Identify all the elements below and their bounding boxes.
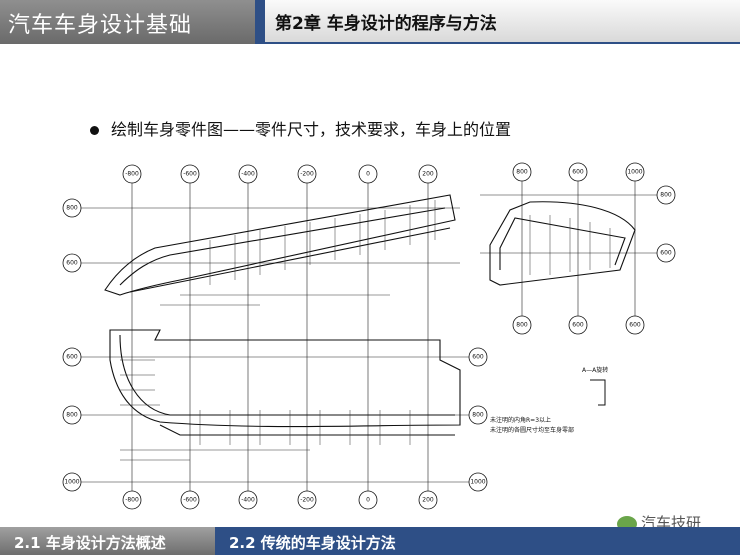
left-marker-2: 600: [66, 260, 78, 267]
left-marker-3: 600: [66, 354, 78, 361]
footer-section-prev[interactable]: 2.1 车身设计方法概述: [0, 527, 215, 555]
chapter-title-bar: 第2章 车身设计的程序与方法: [265, 0, 740, 44]
top-marker-1: -800: [125, 171, 139, 178]
drawing-note-1: 未注明的内角R=3以上: [490, 416, 551, 424]
side-bottom-marker-1: 800: [516, 322, 528, 329]
bottom-marker-1: -800: [125, 497, 139, 504]
bottom-marker-4: -200: [300, 497, 314, 504]
top-marker-4: -200: [300, 171, 314, 178]
footer-section-current-label: 2.2 传统的车身设计方法: [229, 534, 396, 552]
bullet-text: 绘制车身零件图——零件尺寸，技术要求，车身上的位置: [111, 120, 512, 139]
side-bottom-marker-2: 600: [572, 322, 584, 329]
bottom-marker-3: -400: [241, 497, 255, 504]
left-marker-4: 800: [66, 412, 78, 419]
slide-footer: 2.1 车身设计方法概述 2.2 传统的车身设计方法: [0, 527, 740, 555]
course-title: 汽车车身设计基础: [8, 13, 193, 38]
left-marker-1: 800: [66, 205, 78, 212]
right-marker-3: 1000: [470, 479, 485, 486]
footer-section-current[interactable]: 2.2 传统的车身设计方法: [215, 527, 740, 555]
header-separator: [255, 0, 265, 44]
side-bottom-marker-3: 600: [629, 322, 641, 329]
left-marker-5: 1000: [64, 479, 79, 486]
body-part-drawing: -800 -600 -400 -200 0 200 -800 -600 -400…: [62, 162, 676, 510]
chapter-title: 第2章 车身设计的程序与方法: [275, 14, 497, 34]
right-marker-2: 800: [472, 412, 484, 419]
side-top-marker-1: 800: [516, 169, 528, 176]
bullet-item: 绘制车身零件图——零件尺寸，技术要求，车身上的位置: [90, 116, 511, 140]
top-marker-5: 0: [366, 171, 370, 178]
top-marker-6: 200: [422, 171, 434, 178]
slide-header: 汽车车身设计基础 第2章 车身设计的程序与方法: [0, 0, 740, 44]
bottom-marker-5: 0: [366, 497, 370, 504]
bullet-dot-icon: [90, 126, 99, 135]
course-title-bar: 汽车车身设计基础: [0, 0, 255, 44]
side-top-marker-3: 1000: [627, 169, 642, 176]
bottom-marker-6: 200: [422, 497, 434, 504]
section-label: A—A旋转: [582, 366, 608, 374]
right-marker-1: 600: [472, 354, 484, 361]
side-right-marker-2: 600: [660, 250, 672, 257]
top-marker-2: -600: [183, 171, 197, 178]
side-top-marker-2: 600: [572, 169, 584, 176]
footer-section-prev-label: 2.1 车身设计方法概述: [14, 534, 166, 552]
side-right-marker-1: 800: [660, 192, 672, 199]
drawing-note-2: 未注明的各圆尺寸均至车身零部: [490, 426, 574, 434]
bottom-marker-2: -600: [183, 497, 197, 504]
top-marker-3: -400: [241, 171, 255, 178]
